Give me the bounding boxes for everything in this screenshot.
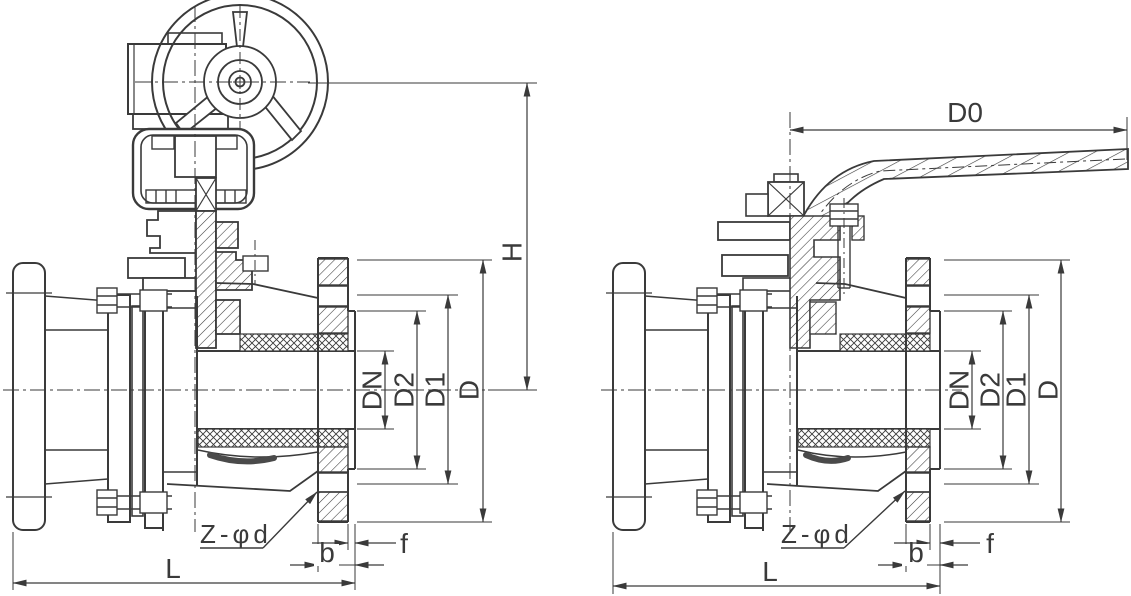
leader-z-right	[843, 490, 906, 549]
companion-flange-disc-right	[612, 262, 646, 531]
centerlines-left	[3, 6, 490, 532]
inlet-flange-assembly-right	[606, 262, 798, 531]
stem-bolt-right	[829, 198, 859, 294]
dim-label-h-left: H	[497, 242, 528, 262]
dim-label-dn-right: DN	[944, 370, 975, 410]
dim-label-d1-right: D1	[1001, 372, 1032, 408]
stem-section-right	[789, 215, 841, 349]
body-section	[166, 282, 355, 492]
handwheel	[151, 0, 329, 171]
right-valve: D0 DN D2 D1 D f b L Z-φd	[601, 97, 1129, 594]
dim-label-d2-right: D2	[975, 372, 1006, 408]
seat-band-top-right	[839, 333, 931, 352]
stem-assembly-right	[717, 173, 865, 349]
dim-label-z-right: Z-φd	[781, 519, 853, 549]
seat-band-top	[239, 333, 349, 352]
stem-section	[195, 210, 217, 349]
dim-label-dn-left: DN	[357, 370, 388, 410]
seat-band-bottom-right	[797, 428, 931, 448]
companion-flange-disc	[12, 262, 46, 531]
dimensions-right	[612, 117, 1128, 594]
dim-label-l-left: L	[165, 553, 181, 584]
dim-label-f-left: f	[400, 528, 408, 559]
dimensions-left	[12, 82, 537, 590]
flange-bolts-right	[696, 287, 772, 516]
inlet-flange-assembly	[6, 262, 198, 531]
dim-label-d1-left: D1	[420, 372, 451, 408]
dim-label-d-right: D	[1033, 380, 1064, 400]
dim-label-d-left: D	[454, 380, 485, 400]
dim-label-b-right: b	[908, 537, 924, 568]
left-valve: DN D2 D1 D H f b L Z-φd	[3, 0, 537, 590]
body-section-right	[766, 282, 940, 492]
dim-label-d2-left: D2	[389, 372, 420, 408]
dim-label-b-left: b	[319, 537, 335, 568]
dim-label-f-right: f	[986, 528, 994, 559]
outlet-flange-section-right	[905, 257, 941, 523]
seat-band-bottom	[197, 428, 349, 448]
dim-label-l-right: L	[762, 556, 778, 587]
outlet-flange-section	[317, 257, 356, 523]
yoke	[131, 127, 256, 212]
leader-z-left	[262, 491, 318, 549]
centerlines-right	[601, 112, 962, 533]
seat-seal	[207, 452, 277, 465]
flange-bolts	[96, 287, 172, 516]
bonnet-bracket	[127, 210, 269, 349]
dim-label-z-left: Z-φd	[200, 519, 272, 549]
dim-label-d0-right: D0	[947, 97, 983, 128]
seat-seal-right	[803, 452, 851, 464]
